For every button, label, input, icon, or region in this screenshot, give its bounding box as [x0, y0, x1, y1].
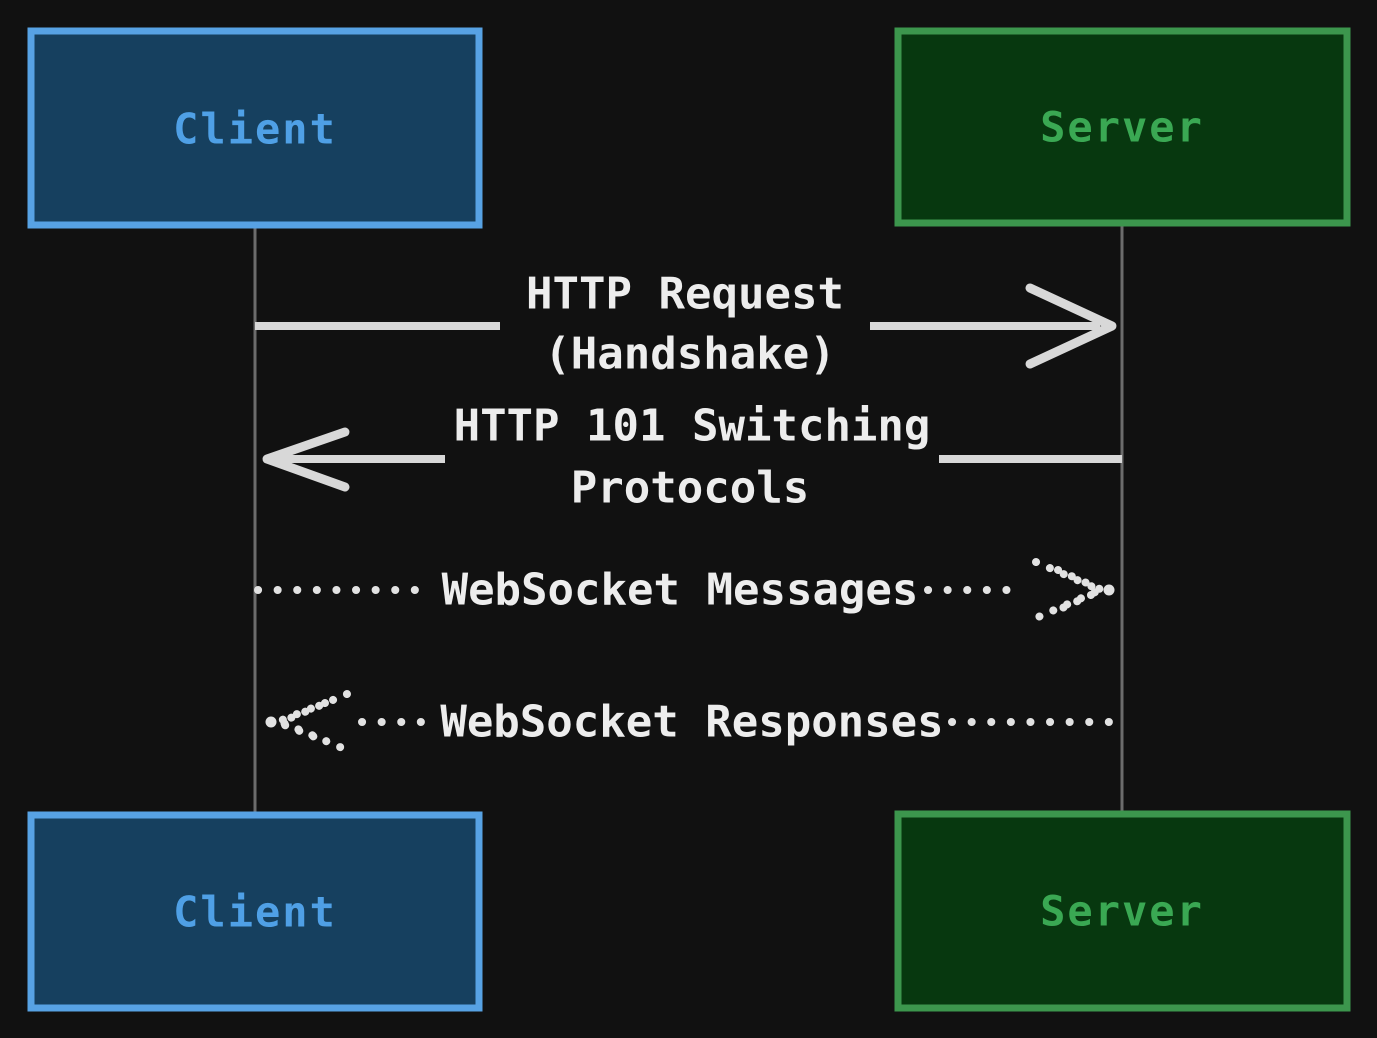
message-http-request-label-line1: HTTP Request: [526, 269, 844, 320]
message-http-request-label-bg: [500, 266, 870, 386]
message-http-request-label-line2: (Handshake): [544, 329, 835, 380]
actor-label-client-top: Client: [173, 105, 337, 154]
message-ws-responses: WebSocket Responses: [265, 690, 1126, 754]
message-ws-messages-label: WebSocket Messages: [442, 565, 919, 616]
message-ws-responses-label: WebSocket Responses: [440, 697, 943, 748]
actor-client-top: Client: [27, 27, 483, 229]
actor-box-server-top: [894, 27, 1351, 227]
message-http-101-label-bg: [445, 398, 939, 520]
message-http-101: HTTP 101 Switching Protocols: [262, 398, 1122, 520]
message-http-request: HTTP Request (Handshake): [255, 266, 1117, 386]
actor-box-client-top: [27, 27, 483, 229]
dotted-arrowhead-left-icon: [265, 690, 351, 754]
actor-server-bottom: Server: [894, 810, 1351, 1012]
message-ws-messages: WebSocket Messages: [254, 558, 1115, 622]
actor-box-server-bottom: [894, 810, 1351, 1012]
actor-box-client-bottom: [27, 811, 483, 1012]
actor-label-client-bottom: Client: [173, 888, 337, 937]
actor-label-server-bottom: Server: [1040, 887, 1204, 936]
message-http-101-label-line1: HTTP 101 Switching: [454, 401, 931, 452]
actor-label-server-top: Server: [1040, 103, 1204, 152]
arrowhead-left-icon: [262, 427, 350, 492]
message-http-101-label-line2: Protocols: [571, 463, 809, 514]
actor-server-top: Server: [894, 27, 1351, 227]
arrowhead-right-icon: [1025, 283, 1117, 369]
actor-client-bottom: Client: [27, 811, 483, 1012]
dotted-arrowhead-right-icon: [1032, 558, 1115, 622]
